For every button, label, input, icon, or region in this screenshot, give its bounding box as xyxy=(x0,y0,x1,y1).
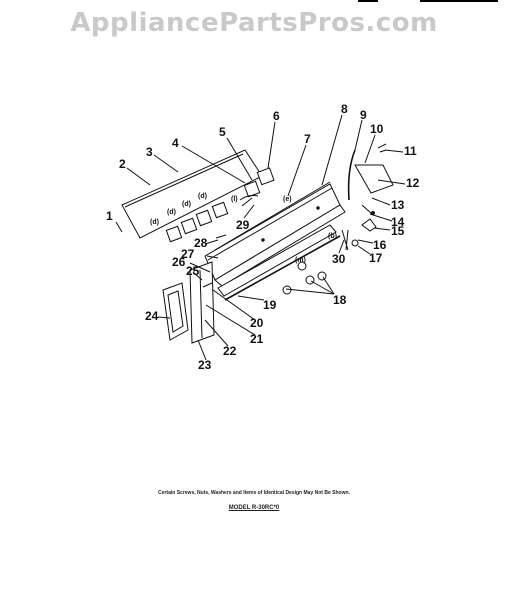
callout-16: 16 xyxy=(373,238,387,252)
svg-text:(d): (d) xyxy=(167,209,176,216)
callout-15: 15 xyxy=(391,224,405,238)
callout-27: 27 xyxy=(181,247,195,261)
control-knobs: (d) (d) (d) (d) xyxy=(150,193,229,243)
trim-strip xyxy=(162,282,189,341)
callout-22: 22 xyxy=(223,344,237,358)
callout-21: 21 xyxy=(250,332,264,346)
callout-1: 1 xyxy=(106,209,113,223)
leader-lines xyxy=(126,114,406,361)
callout-7: 7 xyxy=(304,132,311,146)
svg-text:(m): (m) xyxy=(295,257,306,264)
callout-10: 10 xyxy=(370,122,384,136)
callout-29: 29 xyxy=(236,218,250,232)
footnote-text: Certain Screws, Nuts, Washers and Items … xyxy=(158,490,350,496)
callout-5: 5 xyxy=(219,125,226,139)
model-number-label: MODEL R-30RC*0 xyxy=(228,505,280,511)
side-bracket-assembly: (b) xyxy=(328,149,394,251)
watermark-text: AppliancePartsPros.com xyxy=(70,8,438,38)
callout-26: 26 xyxy=(172,255,186,269)
timer-switch-parts: (l) (e) xyxy=(231,167,292,207)
callout-4: 4 xyxy=(172,136,179,150)
header-rule-left xyxy=(358,0,378,2)
callout-19: 19 xyxy=(263,298,277,312)
lower-trim: (m) xyxy=(217,224,341,301)
model-number: MODEL R-30RC*0 xyxy=(0,505,508,511)
callout-2: 2 xyxy=(119,157,126,171)
svg-text:(d): (d) xyxy=(150,219,159,226)
callout-17: 17 xyxy=(369,251,383,265)
callout-25: 25 xyxy=(186,264,200,278)
callout-3: 3 xyxy=(146,145,153,159)
callout-30: 30 xyxy=(332,252,346,266)
svg-text:(e): (e) xyxy=(283,196,292,203)
header-rule-right xyxy=(420,0,498,2)
svg-text:(l): (l) xyxy=(231,196,238,203)
callout-8: 8 xyxy=(341,102,348,116)
callout-13: 13 xyxy=(391,198,405,212)
callout-20: 20 xyxy=(250,316,264,330)
callout-9: 9 xyxy=(360,108,367,122)
callout-11: 11 xyxy=(404,144,417,158)
callout-23: 23 xyxy=(198,358,212,372)
svg-text:(d): (d) xyxy=(182,201,191,208)
callout-18: 18 xyxy=(333,293,347,307)
svg-text:(b): (b) xyxy=(328,233,337,240)
callout-6: 6 xyxy=(273,109,280,123)
callout-14: 14 xyxy=(391,215,405,229)
callout-28: 28 xyxy=(194,236,208,250)
callout-24: 24 xyxy=(145,309,159,323)
callout-12: 12 xyxy=(406,176,420,190)
callout-labels: 1 2 3 4 5 6 7 8 9 10 11 12 13 14 15 16 1… xyxy=(106,102,420,372)
svg-text:(d): (d) xyxy=(198,193,207,200)
